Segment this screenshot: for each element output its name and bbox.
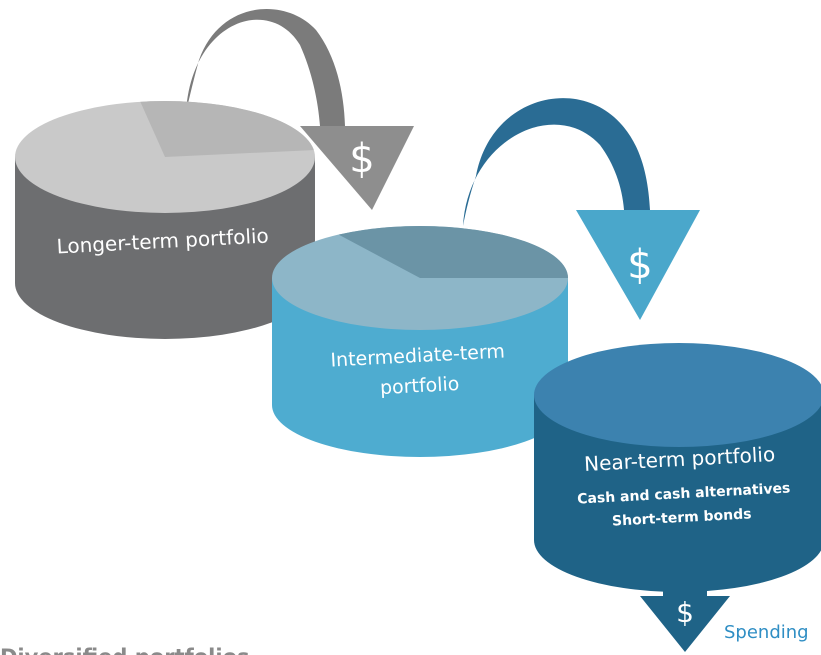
spending-dollar: $	[676, 596, 694, 629]
longer-term-cylinder: Longer-term portfolio	[15, 101, 315, 339]
intermediate-term-cylinder: Intermediate-term portfolio	[272, 226, 568, 457]
near-term-cylinder: Near-term portfolio Cash and cash altern…	[534, 343, 821, 592]
flow-arrow-1-dollar: $	[349, 136, 374, 182]
flow-arrow-2-dollar: $	[627, 242, 652, 288]
intermediate-term-label-line2: portfolio	[379, 373, 459, 399]
diversified-portfolios-label: Diversified portfolios	[0, 645, 250, 655]
flow-arrow-longer-to-intermediate: $	[186, 9, 414, 210]
spending-arrow: $	[640, 565, 730, 652]
flow-arrow-intermediate-to-near: $	[463, 98, 700, 320]
near-term-detail-line2: Short-term bonds	[612, 506, 752, 529]
spending-label: Spending	[724, 622, 809, 643]
